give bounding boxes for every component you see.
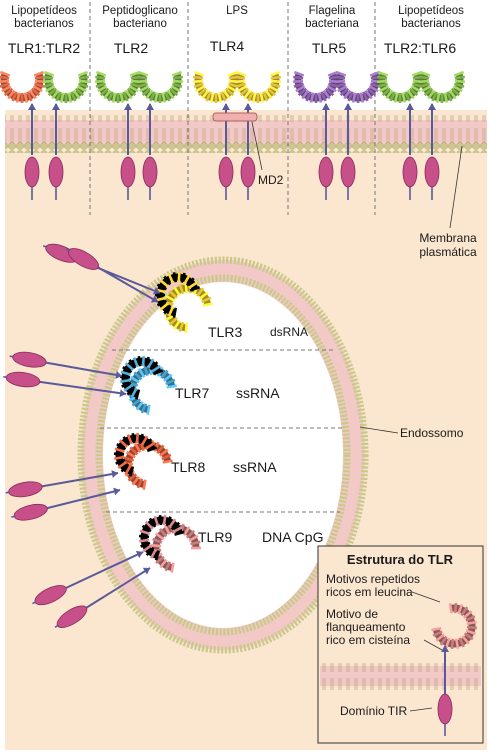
md2: MD2 xyxy=(212,112,284,187)
receptor-name-tlr9: TLR9 xyxy=(198,529,232,545)
ligand-dna-cpg: DNA CpG xyxy=(262,529,323,545)
tlr2-monomer-d xyxy=(376,70,424,200)
tlr8-lrr-a-icon xyxy=(122,439,173,490)
tlr2-monomer-b-lrr-icon xyxy=(94,70,142,103)
tlr1-monomer xyxy=(0,70,46,200)
tlr2-monomer-b xyxy=(94,70,142,200)
plasma-membrane-label-line1: Membrana xyxy=(419,231,477,245)
tlr6-monomer xyxy=(418,70,466,200)
endosome-separators xyxy=(100,349,344,513)
column-separators xyxy=(89,2,376,215)
tlr2-monomer-d-tir-domain xyxy=(402,156,418,188)
cys-label-line3: rico em cisteína xyxy=(326,633,410,647)
tlr-structure-box: Estrutura do TLR Motivos repetidos ricos… xyxy=(317,545,484,744)
tlr5-monomer-a-tir-domain xyxy=(318,156,334,188)
ligand-headers: Lipopetídeos bacterianos Peptidoglicano … xyxy=(11,5,464,30)
structure-example-receptor xyxy=(431,602,478,736)
tlr6-monomer-tir-domain xyxy=(424,156,440,188)
ligand-header-4-line2: bacteriana xyxy=(305,18,359,30)
receptor-name-tlr1-tlr2: TLR1:TLR2 xyxy=(8,40,81,56)
ligand-header-4-line1: Flagelina xyxy=(309,5,356,17)
tlr2-monomer-a-tir-domain xyxy=(48,156,64,188)
tlr7-lrr-b-icon xyxy=(119,355,164,400)
tlr3-lrr-b-icon xyxy=(155,271,201,318)
tlr5-monomer-b-tir-domain xyxy=(340,156,356,188)
tlr6-monomer-lrr-icon xyxy=(418,70,466,103)
tlr5-monomer-a-lrr-icon xyxy=(292,70,340,103)
tlr4-monomer-b-tir-domain xyxy=(240,156,256,188)
cys-label-line1: Motivo de xyxy=(326,607,378,621)
receptor-name-tlr8: TLR8 xyxy=(171,459,205,475)
plasma-membrane-callout: Membrana plasmática xyxy=(419,145,477,259)
tlr1-monomer-lrr-icon xyxy=(0,70,46,103)
tlr4-monomer-b-lrr-icon xyxy=(234,70,282,103)
tlr5-monomer-b-lrr-icon xyxy=(334,70,382,103)
ligand-dsrna: dsRNA xyxy=(270,325,308,339)
plasma-membrane xyxy=(5,115,487,153)
receptor-name-tlr3: TLR3 xyxy=(208,324,242,340)
endosomal-labels: TLR3 dsRNA TLR7 ssRNA TLR8 ssRNA TLR9 DN… xyxy=(171,324,323,545)
tir-domain-label: Domínio TIR xyxy=(340,704,407,718)
tlr5-monomer-a xyxy=(292,70,340,200)
lrr-label-line1: Motivos repetidos xyxy=(326,572,420,586)
ligand-header-5-line2: bacterianos xyxy=(401,18,461,30)
tlr4-monomer-a xyxy=(192,70,240,200)
lrr-label-line2: ricos em leucina xyxy=(326,585,413,599)
structure-lrr-icon xyxy=(431,602,478,650)
tlr8-lrr-b-icon xyxy=(113,432,158,477)
surface-receptors xyxy=(0,70,466,200)
tlr9-monomer-a xyxy=(32,550,144,606)
receptor-name-tlr2-tlr6: TLR2:TLR6 xyxy=(384,40,457,56)
ligand-ssrna-tlr8: ssRNA xyxy=(233,459,277,475)
tlr5-monomer-b xyxy=(334,70,382,200)
tlr2-monomer-a xyxy=(42,70,90,200)
tlr2-monomer-c xyxy=(136,70,184,200)
structure-tir-domain xyxy=(437,693,453,725)
tlr7-monomer-b xyxy=(3,371,127,398)
tlr2-monomer-c-lrr-icon xyxy=(136,70,184,103)
receptor-name-tlr4: TLR4 xyxy=(210,38,244,54)
tlr8-monomer-b xyxy=(11,487,121,521)
receptor-name-tlr5: TLR5 xyxy=(312,40,346,56)
tlr1-monomer-tir-domain xyxy=(24,156,40,188)
tlr9-monomer-b xyxy=(54,567,151,629)
md2-label: MD2 xyxy=(258,173,284,187)
tlr2-monomer-b-tir-domain xyxy=(120,156,136,188)
cysteine-flank-marker xyxy=(441,645,449,652)
receptor-name-tlr7: TLR7 xyxy=(175,385,209,401)
ligand-header-1-line1: Lipopetídeos xyxy=(11,5,77,17)
tlr2-monomer-d-lrr-icon xyxy=(376,70,424,103)
endosome-callout: Endossomo xyxy=(359,426,464,440)
receptor-name-tlr2: TLR2 xyxy=(114,40,148,56)
tlr2-monomer-c-tir-domain xyxy=(142,156,158,188)
ligand-header-1-line2: bacterianos xyxy=(14,18,74,30)
plasma-membrane-label-line2: plasmática xyxy=(419,245,477,259)
structure-box-title: Estrutura do TLR xyxy=(347,552,454,567)
ligand-header-2-line1: Peptidoglicano xyxy=(102,5,177,17)
surface-receptor-names: TLR1:TLR2 TLR2 TLR4 TLR5 TLR2:TLR6 xyxy=(8,38,457,56)
ligand-ssrna-tlr7: ssRNA xyxy=(236,385,280,401)
endosome-label: Endossomo xyxy=(400,426,464,440)
ligand-header-5-line1: Lipopetídeos xyxy=(398,5,464,17)
tlr9-lrr-b-icon xyxy=(138,514,185,561)
tlr8-monomer-a xyxy=(5,470,119,498)
tlr2-monomer-a-lrr-icon xyxy=(42,70,90,103)
ligand-header-2-line2: bacteriano xyxy=(113,18,167,30)
tlr3-monomer-b xyxy=(65,248,159,303)
ligand-header-3-line1: LPS xyxy=(226,5,248,17)
endosomal-receptors xyxy=(3,243,213,629)
tlr4-monomer-a-lrr-icon xyxy=(192,70,240,103)
tlr4-monomer-a-tir-domain xyxy=(218,156,234,188)
cys-label-line2: flanqueamento xyxy=(326,620,406,634)
tlr7-monomer-a xyxy=(9,351,123,379)
